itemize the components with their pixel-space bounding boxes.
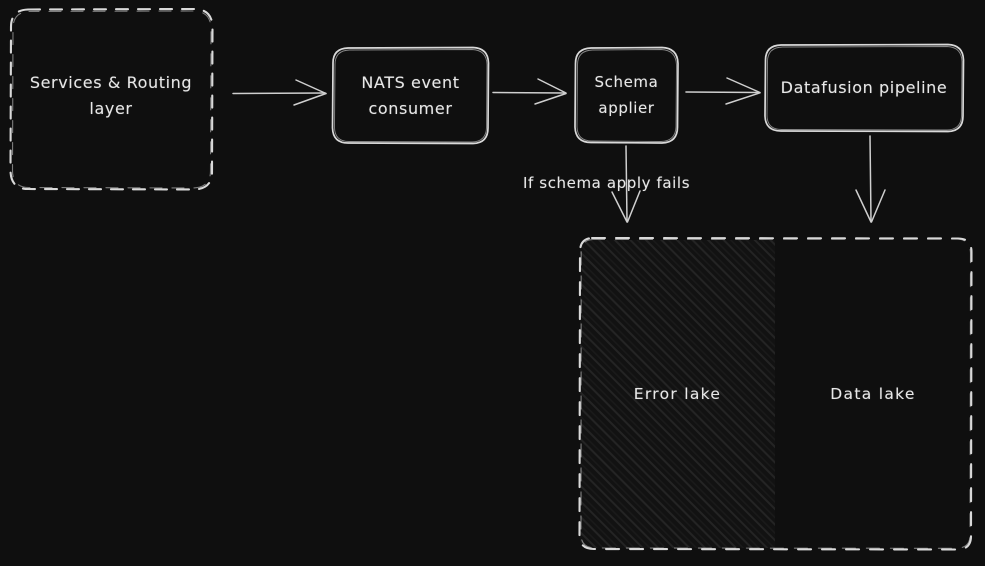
datafusion-pipeline-outline bbox=[764, 43, 965, 133]
schema-fail-edge-label: If schema apply fails bbox=[523, 174, 691, 192]
error-lake-label: Error lake bbox=[633, 385, 722, 403]
nats-event-consumer-outline bbox=[331, 46, 490, 145]
error-lake-partition[interactable] bbox=[580, 240, 775, 548]
arrow-schema-to-error-lake bbox=[611, 145, 641, 223]
arrow-datafusion-to-data-lake bbox=[855, 135, 886, 223]
arrow-services-to-nats bbox=[232, 79, 327, 106]
arrow-nats-to-schema bbox=[492, 78, 567, 105]
data-lake-label: Data lake bbox=[830, 385, 916, 403]
arrow-schema-to-datafusion bbox=[685, 77, 761, 105]
services-routing-layer-outline bbox=[9, 7, 214, 191]
lakes-container-outline bbox=[578, 236, 973, 551]
data-lake-partition[interactable] bbox=[775, 240, 971, 548]
schema-applier-outline bbox=[574, 46, 679, 144]
